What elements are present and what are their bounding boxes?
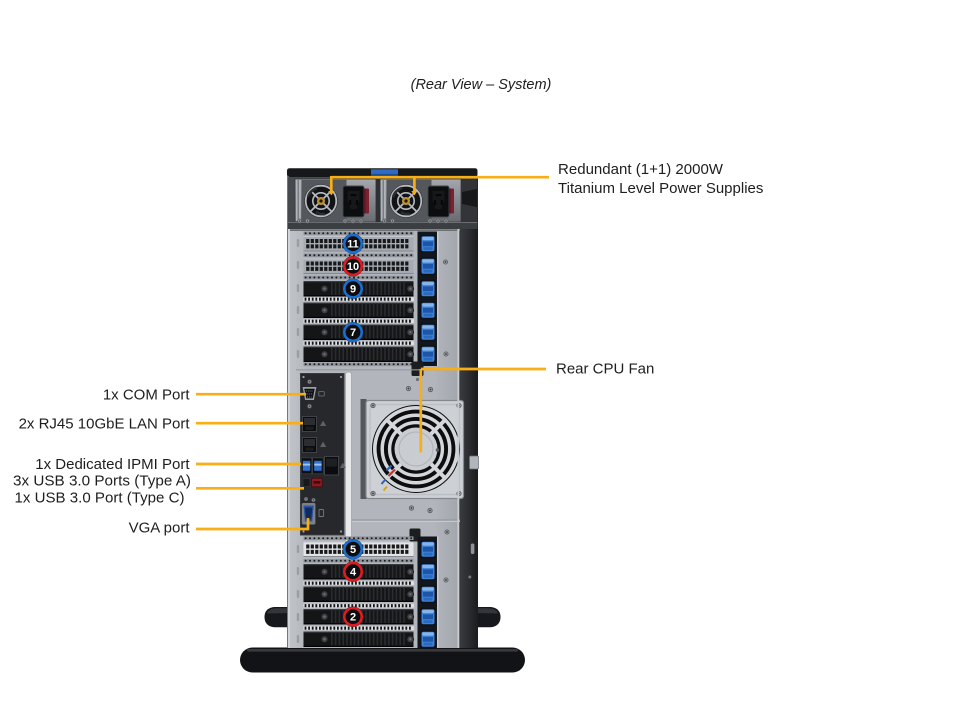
svg-text:Rear CPU Fan: Rear CPU Fan [556,361,654,378]
svg-text:3x USB 3.0 Ports (Type A): 3x USB 3.0 Ports (Type A) [13,473,191,490]
svg-text:7: 7 [350,327,356,339]
svg-text:1x USB 3.0 Port (Type C): 1x USB 3.0 Port (Type C) [15,490,185,507]
svg-text:Redundant (1+1) 2000W: Redundant (1+1) 2000W [558,161,724,178]
svg-text:(Rear View – System): (Rear View – System) [411,77,552,93]
svg-text:1x Dedicated IPMI Port: 1x Dedicated IPMI Port [35,456,190,473]
svg-text:9: 9 [350,284,356,296]
svg-text:VGA port: VGA port [129,520,191,537]
svg-text:Titanium Level Power Supplies: Titanium Level Power Supplies [558,180,763,197]
svg-text:4: 4 [350,567,357,579]
svg-text:10: 10 [347,261,359,273]
svg-text:2x RJ45 10GbE LAN Port: 2x RJ45 10GbE LAN Port [19,416,191,433]
svg-text:11: 11 [347,239,359,251]
svg-text:1x COM Port: 1x COM Port [103,387,191,404]
svg-text:2: 2 [350,612,356,624]
svg-text:5: 5 [350,544,356,556]
